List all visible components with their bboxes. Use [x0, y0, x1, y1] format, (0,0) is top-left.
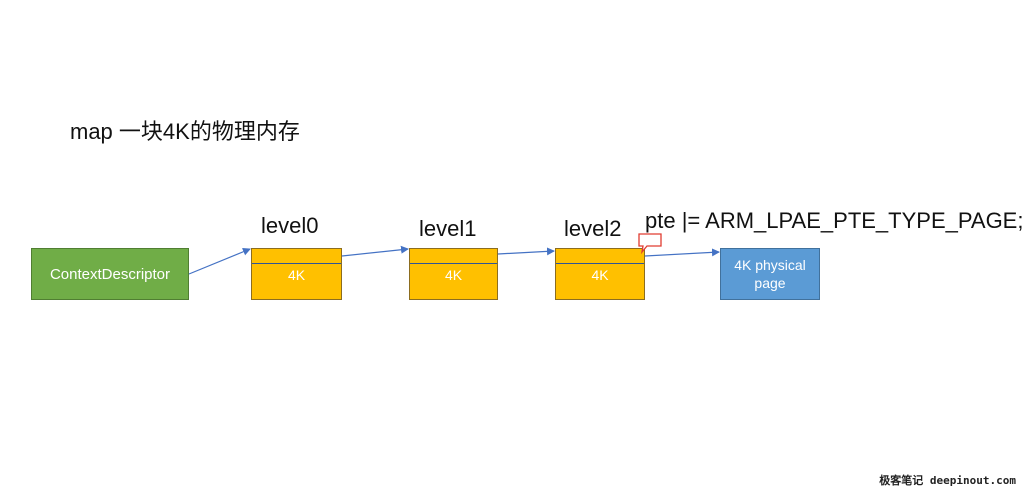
watermark: 极客笔记 deepinout.com: [879, 474, 1016, 487]
level1-label: level1: [419, 216, 477, 241]
level2-label: level2: [564, 216, 622, 241]
physical-page-label: 4K physical page: [734, 257, 806, 291]
level0-label: level0: [261, 213, 319, 238]
level1-entry-label: 4K: [444, 267, 463, 283]
level1-table: 4K: [409, 248, 498, 300]
arrow-level0-to-level1: [341, 245, 409, 257]
pte-annotation: pte |= ARM_LPAE_PTE_TYPE_PAGE;: [645, 208, 1024, 233]
level0-entry-label: 4K: [287, 267, 306, 283]
context-descriptor-label: ContextDescriptor: [49, 265, 171, 283]
level1-entry-divider: [410, 263, 497, 264]
physical-page-box: 4K physical page: [720, 248, 820, 300]
level2-entry-divider: [556, 263, 644, 264]
arrow-level2-to-page: [644, 248, 720, 257]
level2-entry-label: 4K: [591, 267, 609, 283]
level0-table: 4K: [251, 248, 342, 300]
arrow-level1-to-level2: [497, 247, 555, 256]
level0-entry-divider: [252, 263, 341, 264]
arrow-context-to-level0: [188, 247, 251, 275]
comment-callout-icon: [638, 233, 662, 255]
diagram-title: map 一块4K的物理内存: [70, 119, 300, 144]
context-descriptor-box: ContextDescriptor: [31, 248, 189, 300]
level2-table: 4K: [555, 248, 645, 300]
